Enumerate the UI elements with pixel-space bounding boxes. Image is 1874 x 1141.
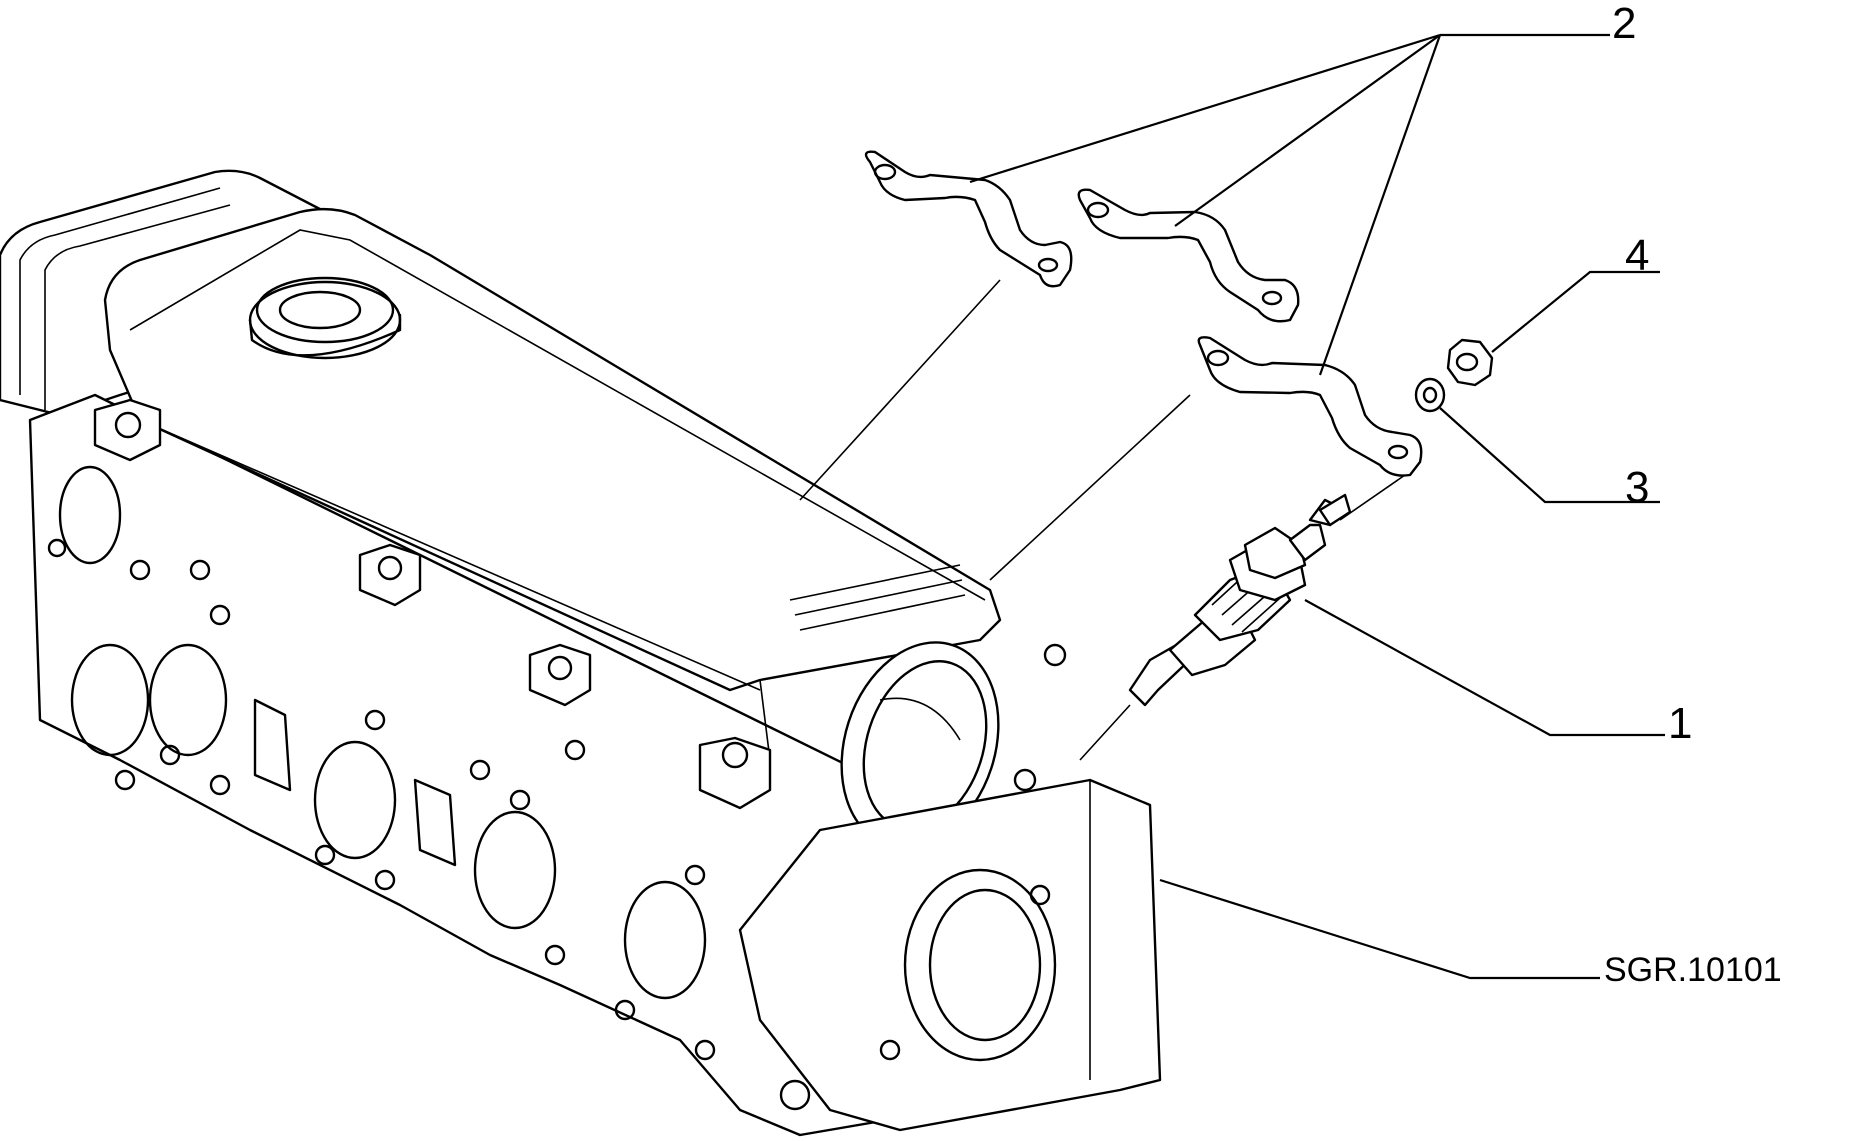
assembly-lines bbox=[799, 279, 1406, 761]
part-3-washer bbox=[1414, 377, 1446, 413]
head-front-face bbox=[738, 778, 1162, 1132]
part-1-glow-plug bbox=[1128, 493, 1352, 707]
bolt-holes bbox=[47, 538, 1051, 1111]
callout-3: 3 bbox=[1625, 463, 1649, 512]
callout-4: 4 bbox=[1625, 231, 1649, 280]
part-4-nut bbox=[1446, 338, 1494, 387]
leader-lines bbox=[969, 33, 1665, 980]
callout-2: 2 bbox=[1612, 0, 1636, 48]
strap-upper-right bbox=[1077, 188, 1300, 323]
strap-upper-left bbox=[864, 150, 1073, 288]
reference-code: SGR.10101 bbox=[1604, 951, 1782, 989]
part-2-connector-straps bbox=[864, 150, 1423, 477]
callout-1: 1 bbox=[1668, 699, 1692, 748]
camshaft-seal-housing bbox=[840, 641, 1067, 849]
strap-lower bbox=[1197, 336, 1423, 477]
cylinder-head-assembly bbox=[0, 169, 1162, 1137]
cover-mounting-lugs bbox=[93, 398, 772, 810]
oil-filler-cap bbox=[248, 276, 402, 360]
side-ports bbox=[58, 465, 707, 1000]
